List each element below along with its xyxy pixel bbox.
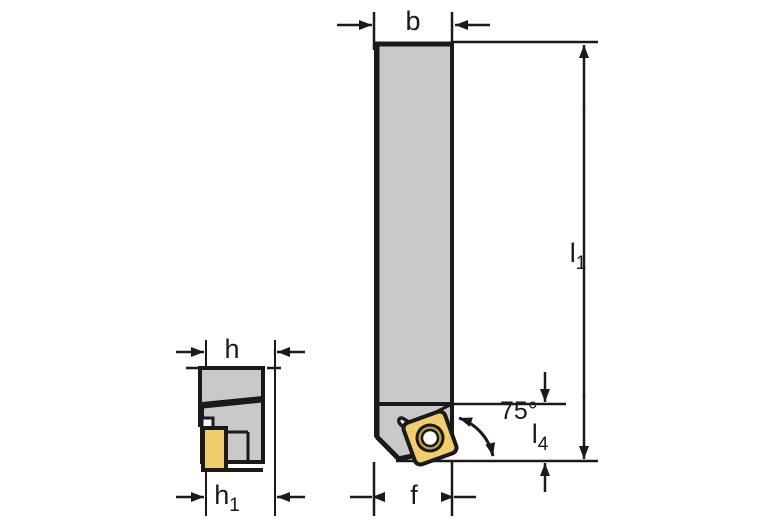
end-view-edge-line: [202, 399, 263, 409]
dim-label-b: b: [405, 6, 420, 36]
front-view-head-angled-edge: [375, 435, 401, 461]
angle-reference-line: [429, 402, 453, 417]
front-view-cutting-insert: [401, 409, 459, 467]
dim-label-h: h: [224, 334, 239, 364]
angle-label-75deg: 75°: [500, 397, 538, 425]
dim-label-l1: l1: [570, 238, 587, 274]
angle-arc: [458, 416, 496, 457]
end-view-cutting-insert: [201, 426, 228, 472]
dim-label-h1: h1: [214, 480, 240, 516]
front-view-group: b f l1 l4: [337, 6, 598, 516]
insert-screw-hole: [420, 428, 440, 448]
dim-label-l4: l4: [532, 419, 549, 455]
dim-label-f: f: [410, 480, 418, 510]
end-view-group: h h1: [176, 334, 305, 516]
front-view-shank-body: [374, 42, 454, 406]
